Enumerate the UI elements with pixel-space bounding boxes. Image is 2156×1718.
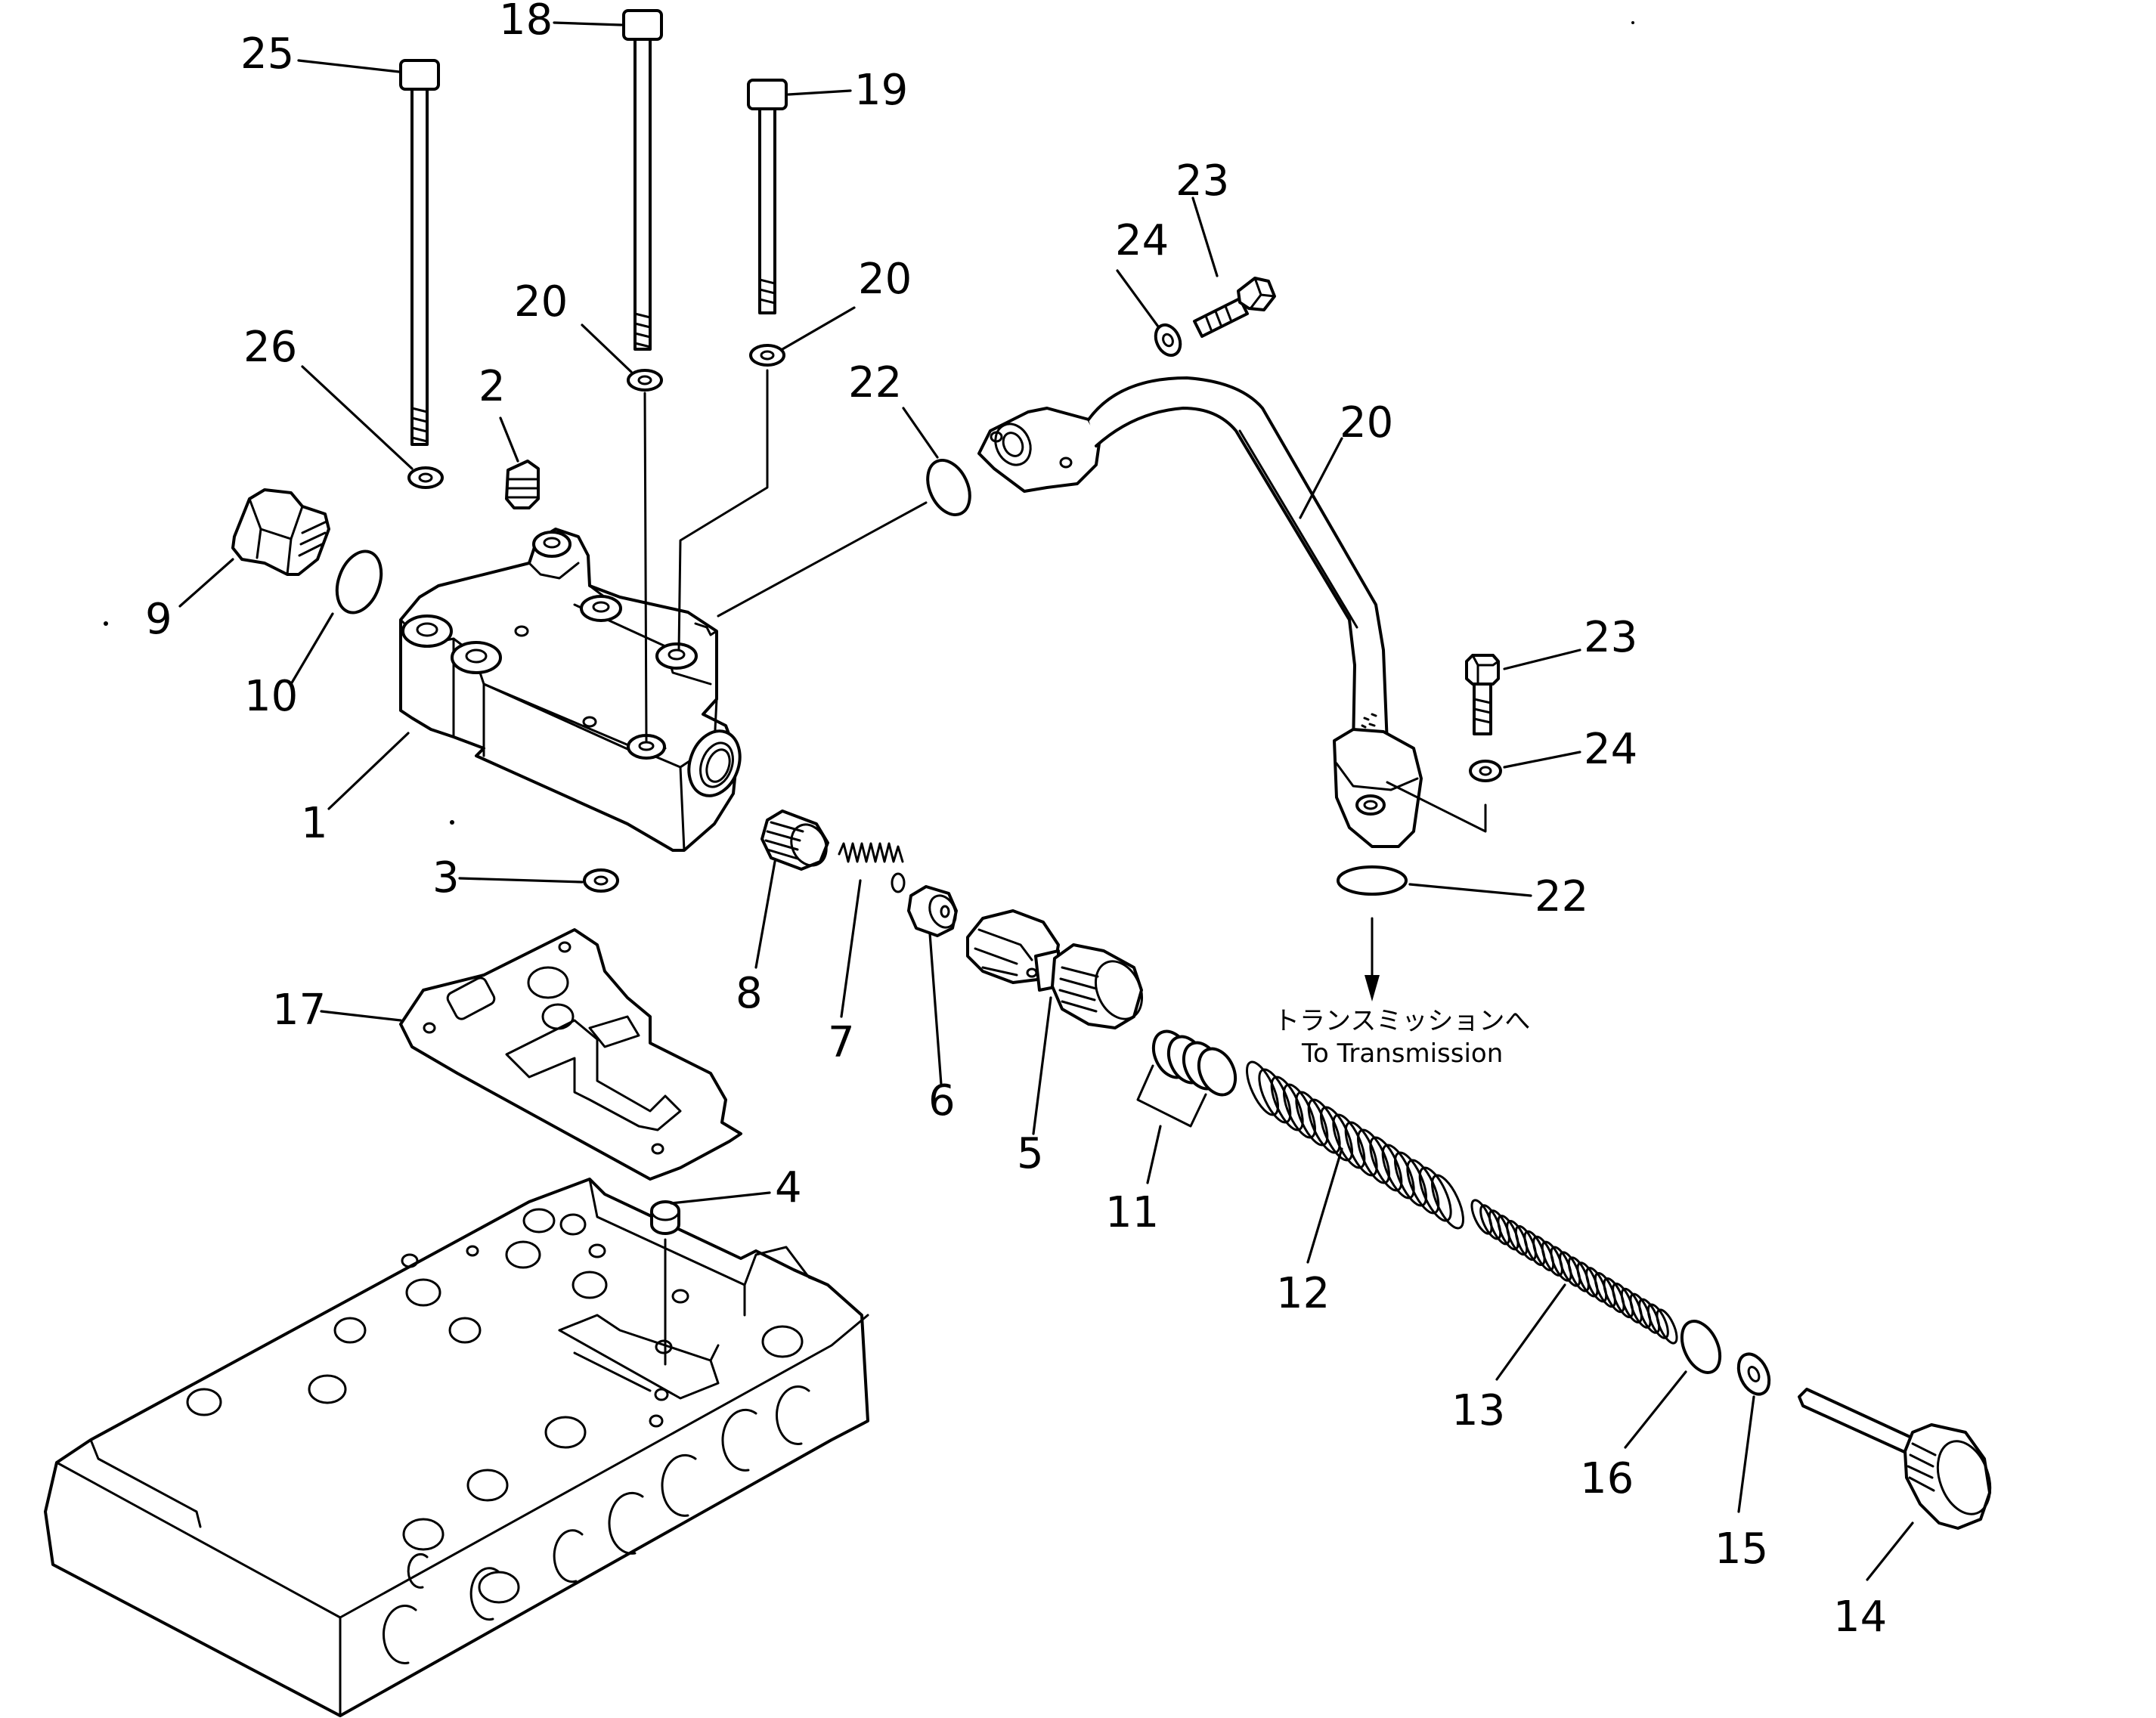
- callout-16: 16: [1580, 1454, 1634, 1503]
- callout-9: 9: [145, 595, 172, 644]
- washer-24-lower: [1469, 760, 1502, 782]
- callout-26: 26: [243, 323, 297, 372]
- shims-11: [1136, 1029, 1238, 1128]
- scan-dot: [104, 621, 108, 626]
- washer-26: [407, 466, 444, 489]
- bolt-23-lower: [1465, 654, 1500, 735]
- spring-13: [1470, 1199, 1678, 1345]
- washer-15: [1736, 1352, 1771, 1396]
- bolt-25: [399, 59, 440, 446]
- bolt-23-upper: [1193, 277, 1276, 338]
- callout-18: 18: [499, 0, 553, 45]
- callout-23-lower: 23: [1584, 613, 1637, 662]
- washer-20-left: [627, 369, 663, 392]
- note-japanese: トランスミッションへ: [1274, 1006, 1530, 1036]
- spring-7: [838, 842, 906, 893]
- callout-5: 5: [1017, 1129, 1044, 1178]
- callout-12: 12: [1276, 1269, 1330, 1318]
- assembly-line-bolt-19: [677, 369, 769, 652]
- assembly-line-pipe: [717, 501, 928, 618]
- valve-cover-body: [399, 528, 742, 852]
- washer-20-right: [749, 344, 785, 367]
- callout-24-lower: 24: [1584, 725, 1637, 774]
- scan-dot: [450, 820, 454, 825]
- callout-1: 1: [301, 799, 328, 848]
- o-ring-22-lower: [1337, 865, 1408, 896]
- plug-4: [650, 1200, 680, 1366]
- callout-8: 8: [736, 969, 763, 1018]
- callout-4: 4: [775, 1163, 802, 1212]
- pipe-21: [977, 376, 1423, 848]
- callout-17: 17: [272, 986, 326, 1035]
- transmission-note: トランスミッションへ To Transmission: [1274, 1006, 1530, 1069]
- callout-23-upper: 23: [1176, 156, 1229, 206]
- flow-arrow-to-transmission: [1365, 917, 1380, 1001]
- assembly-line-bolt-18: [643, 392, 648, 742]
- leader-lines: [178, 21, 1914, 1581]
- breather-plug: [505, 460, 540, 509]
- callout-2: 2: [479, 362, 506, 411]
- plug-14: [1798, 1388, 1992, 1530]
- bolt-18: [622, 9, 663, 351]
- callout-7: 7: [828, 1018, 855, 1067]
- plug-9: [231, 488, 330, 576]
- callout-13: 13: [1451, 1386, 1505, 1435]
- callout-14: 14: [1833, 1593, 1887, 1642]
- note-english: To Transmission: [1301, 1039, 1503, 1069]
- callout-20-left: 20: [514, 277, 568, 327]
- callout-15: 15: [1715, 1525, 1768, 1574]
- callout-22-lower: 22: [1535, 872, 1588, 921]
- callout-20-right: 20: [858, 255, 912, 304]
- washer-24-upper: [1154, 323, 1182, 358]
- callout-25: 25: [240, 29, 294, 79]
- callout-22-upper: 22: [848, 358, 902, 407]
- callout-6: 6: [928, 1076, 956, 1125]
- callout-3: 3: [432, 853, 460, 902]
- callout-19: 19: [854, 66, 908, 115]
- transmission-valve-body: [44, 1178, 869, 1717]
- spring-12: [1246, 1060, 1464, 1230]
- callout-11: 11: [1105, 1188, 1159, 1237]
- gasket: [399, 928, 742, 1181]
- scan-dot: [1631, 21, 1634, 24]
- o-ring-16: [1680, 1320, 1722, 1374]
- callout-21-label: 20: [1340, 398, 1393, 447]
- callout-10: 10: [244, 672, 298, 721]
- o-ring-22-upper: [926, 458, 971, 517]
- callout-24-upper: 24: [1115, 216, 1169, 265]
- bolt-19: [747, 79, 788, 314]
- washer-3: [583, 868, 619, 893]
- o-ring-10: [335, 549, 383, 614]
- assembly-line-pipe-flange: [1386, 781, 1487, 833]
- plunger-6: [907, 885, 958, 937]
- spool-5: [966, 909, 1143, 1029]
- callout-labels: 25 18 19 26 2 20 20 22 23 24 20 20 23 24…: [145, 0, 1887, 1642]
- sleeve-8: [760, 809, 829, 871]
